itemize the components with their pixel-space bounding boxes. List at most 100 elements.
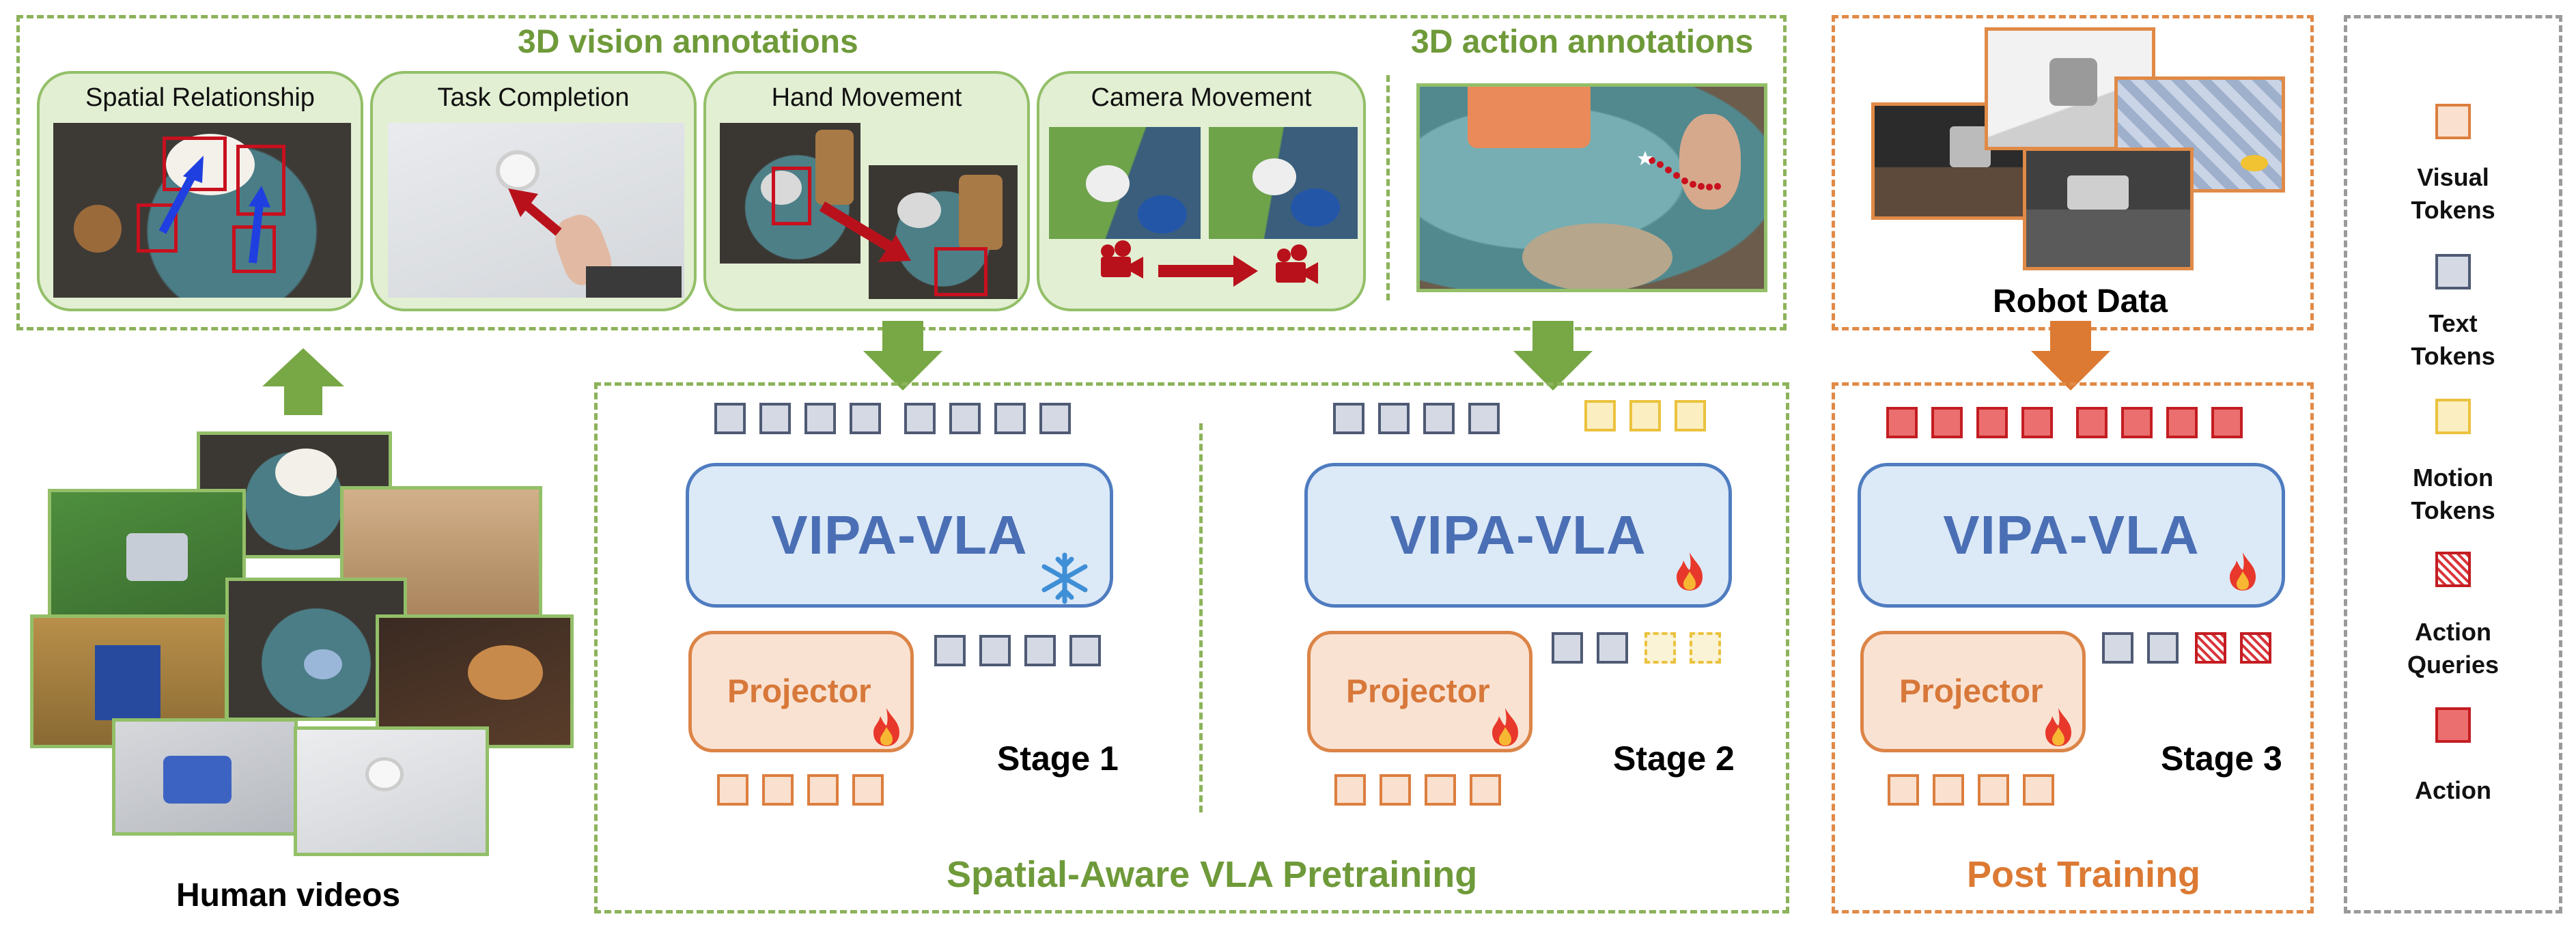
text-token (1378, 403, 1410, 434)
action-token (2021, 407, 2053, 438)
action-token (1976, 407, 2008, 438)
knee-shape (1522, 223, 1672, 289)
visual-token (1470, 774, 1501, 806)
legend-frame (2344, 15, 2562, 913)
stage-1-label: Stage 1 (997, 739, 1119, 778)
action-token (2166, 407, 2198, 438)
action-token (1931, 407, 1963, 438)
legend-action-query-swatch (2435, 552, 2471, 587)
visual-token (807, 774, 839, 806)
vipa-vla-label: VIPA-VLA (771, 505, 1028, 565)
projector-stage3: Projector (1860, 631, 2086, 752)
text-token (1024, 635, 1056, 666)
camera-movement-image-1 (1049, 127, 1201, 239)
text-token (759, 403, 791, 434)
pretraining-frame (594, 382, 1789, 913)
visual-token (1334, 774, 1366, 806)
action-token (2076, 407, 2108, 438)
bowl-shape (1291, 188, 1340, 227)
bounding-box (163, 137, 227, 191)
visual-token (1888, 774, 1919, 806)
motion-token (1629, 400, 1661, 431)
action-query-token (2240, 632, 2271, 664)
visual-token (762, 774, 794, 806)
down-arrow-icon (863, 321, 942, 391)
annotation-card-hand-movement: Hand Movement (703, 71, 1030, 311)
spatial-relationship-image (53, 123, 351, 298)
text-token (804, 403, 836, 434)
text-token (1423, 403, 1455, 434)
legend-action-queries-label: Action Queries (2407, 618, 2500, 679)
robot-arm-shape (1950, 126, 1991, 167)
spatial-arrows-icon (158, 156, 270, 264)
projector-stage1: Projector (688, 631, 914, 752)
robot-image-4 (2023, 147, 2194, 270)
bowl-shape (1086, 165, 1130, 202)
human-video-2 (48, 489, 246, 623)
visual-token (717, 774, 748, 806)
text-token (850, 403, 881, 434)
snowflake-icon (1041, 552, 1088, 604)
annotation-card-label: Hand Movement (771, 83, 962, 112)
plate-shape (275, 449, 337, 496)
human-videos-label: Human videos (176, 877, 401, 913)
text-token (934, 635, 966, 666)
trajectory-icon (1638, 151, 1721, 190)
legend-text-tokens-label: Text Tokens (2411, 309, 2495, 370)
pretraining-title: Spatial-Aware VLA Pretraining (947, 854, 1478, 895)
task-completion-image (388, 123, 684, 298)
vipa-vla-label: VIPA-VLA (1390, 505, 1647, 565)
human-video-8 (294, 726, 489, 856)
visual-token (1933, 774, 1964, 806)
vipa-vla-label: VIPA-VLA (1943, 505, 2200, 565)
cutting-board-shape (815, 130, 854, 205)
motion-token (1644, 632, 1676, 664)
bowl-shape (496, 150, 540, 191)
annotation-card-task-completion: Task Completion (370, 71, 697, 311)
vipa-vla-model-stage3: VIPA-VLA (1858, 463, 2285, 608)
projector-label: Projector (727, 673, 871, 710)
annotation-card-label: Camera Movement (1091, 83, 1312, 112)
robot-arm-shape (2067, 175, 2129, 210)
bowl-shape (1138, 195, 1187, 233)
action-query-token (2195, 632, 2226, 664)
projector-stage2: Projector (1307, 631, 1532, 752)
tray-shape (1468, 87, 1591, 148)
up-arrow-icon (262, 348, 344, 415)
hand-shape (1679, 114, 1741, 210)
action-annotations-title: 3D action annotations (1411, 24, 1754, 60)
cup-shape (74, 205, 122, 253)
fruit-bowl-shape (468, 645, 543, 700)
legend-visual-token-swatch (2435, 104, 2471, 139)
annotations-divider (1386, 75, 1390, 300)
robot-image-1 (1871, 102, 2049, 220)
text-token (1597, 632, 1628, 664)
bowl-shape (365, 757, 404, 791)
annotation-card-label: Spatial Relationship (85, 83, 315, 112)
legend-action-label: Action (2415, 776, 2491, 804)
post-training-frame (1832, 382, 2314, 913)
camera-movement-image-2 (1209, 127, 1358, 239)
motion-token (1675, 400, 1706, 431)
text-token (979, 635, 1011, 666)
action-token (2121, 407, 2153, 438)
visual-token (852, 774, 884, 806)
visual-token (1380, 774, 1411, 806)
legend-text-token-swatch (2435, 254, 2471, 289)
stage-2-label: Stage 2 (1613, 739, 1735, 778)
legend-motion-token-swatch (2435, 399, 2471, 434)
legend-visual-tokens-label: Visual Tokens (2411, 163, 2495, 224)
bowl-shape (304, 649, 342, 679)
action-token (1886, 407, 1918, 438)
fire-icon (2045, 708, 2071, 746)
projector-label: Projector (1899, 673, 2043, 710)
cutting-board-shape (959, 175, 1003, 250)
vipa-vla-model-stage2: VIPA-VLA (1304, 463, 1732, 608)
visual-token (1978, 774, 2009, 806)
post-training-title: Post Training (1967, 854, 2201, 895)
text-token (1468, 403, 1500, 434)
text-token (1333, 403, 1364, 434)
tray-shape (126, 533, 188, 581)
text-token (1069, 635, 1101, 666)
action-token (2211, 407, 2243, 438)
